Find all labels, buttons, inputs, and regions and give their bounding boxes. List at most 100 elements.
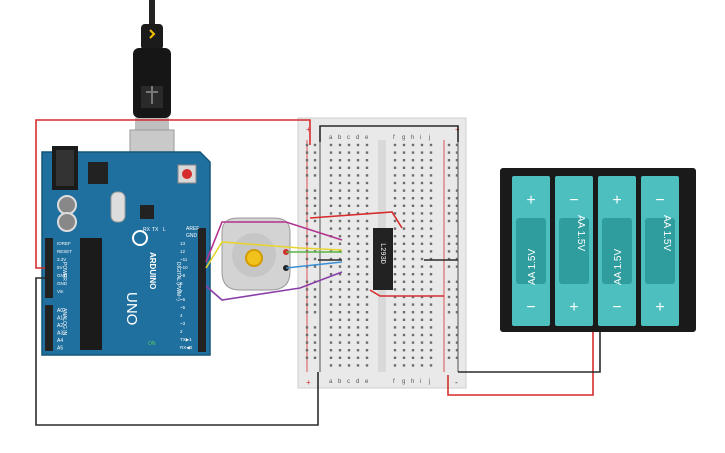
breadboard-hole[interactable]: [411, 265, 415, 268]
breadboard-hole[interactable]: [329, 341, 333, 344]
breadboard-hole[interactable]: [338, 235, 342, 238]
rail-hole[interactable]: [455, 212, 459, 215]
breadboard-hole[interactable]: [411, 288, 415, 291]
rail-hole[interactable]: [313, 288, 317, 291]
breadboard-hole[interactable]: [429, 333, 433, 337]
rail-hole[interactable]: [305, 212, 309, 215]
breadboard-hole[interactable]: [338, 143, 342, 147]
breadboard-hole[interactable]: [365, 265, 369, 268]
breadboard-hole[interactable]: [338, 295, 342, 299]
breadboard-hole[interactable]: [338, 265, 342, 268]
rail-hole[interactable]: [447, 174, 451, 177]
breadboard-hole[interactable]: [347, 181, 351, 185]
rail-hole[interactable]: [305, 257, 309, 261]
rail-hole[interactable]: [313, 204, 317, 207]
breadboard-hole[interactable]: [356, 219, 360, 223]
breadboard-hole[interactable]: [365, 166, 369, 169]
rail-hole[interactable]: [305, 204, 309, 207]
breadboard-hole[interactable]: [338, 273, 342, 276]
breadboard-hole[interactable]: [402, 288, 406, 291]
breadboard-hole[interactable]: [420, 333, 424, 337]
breadboard-hole[interactable]: [420, 288, 424, 291]
breadboard-hole[interactable]: [365, 288, 369, 291]
breadboard-hole[interactable]: [420, 326, 424, 329]
breadboard-hole[interactable]: [347, 364, 351, 367]
rail-hole[interactable]: [313, 311, 317, 314]
breadboard-hole[interactable]: [393, 311, 397, 314]
breadboard-hole[interactable]: [411, 189, 415, 192]
breadboard-hole[interactable]: [429, 219, 433, 223]
breadboard-hole[interactable]: [365, 341, 369, 344]
breadboard-hole[interactable]: [429, 265, 433, 268]
breadboard-hole[interactable]: [347, 333, 351, 337]
rail-hole[interactable]: [313, 326, 317, 329]
breadboard-hole[interactable]: [420, 181, 424, 185]
breadboard-hole[interactable]: [356, 273, 360, 276]
breadboard-hole[interactable]: [329, 303, 333, 306]
breadboard-hole[interactable]: [393, 341, 397, 344]
breadboard-hole[interactable]: [365, 143, 369, 147]
breadboard-hole[interactable]: [411, 303, 415, 306]
breadboard-hole[interactable]: [402, 326, 406, 329]
breadboard-hole[interactable]: [429, 318, 433, 321]
wire-pin9[interactable]: [205, 271, 343, 301]
breadboard-hole[interactable]: [356, 235, 360, 238]
breadboard-hole[interactable]: [393, 356, 397, 359]
breadboard-hole[interactable]: [338, 189, 342, 192]
breadboard-hole[interactable]: [411, 143, 415, 147]
breadboard-hole[interactable]: [393, 197, 397, 200]
breadboard-hole[interactable]: [411, 250, 415, 253]
breadboard-hole[interactable]: [429, 295, 433, 299]
breadboard-hole[interactable]: [402, 265, 406, 268]
battery-pack[interactable]: +−AA 1.5V−+AA 1.5V+−AA 1.5V−+AA 1.5V: [500, 168, 696, 332]
breadboard-hole[interactable]: [347, 242, 351, 245]
breadboard-hole[interactable]: [420, 280, 424, 283]
rail-hole[interactable]: [305, 349, 309, 352]
rail-hole[interactable]: [447, 166, 451, 169]
breadboard-hole[interactable]: [338, 159, 342, 162]
breadboard-hole[interactable]: [356, 166, 360, 169]
breadboard-hole[interactable]: [356, 250, 360, 253]
breadboard-hole[interactable]: [402, 341, 406, 344]
breadboard-hole[interactable]: [429, 159, 433, 162]
breadboard-hole[interactable]: [402, 333, 406, 337]
breadboard-hole[interactable]: [393, 303, 397, 306]
breadboard-hole[interactable]: [393, 143, 397, 147]
rail-hole[interactable]: [313, 356, 317, 359]
rail-hole[interactable]: [305, 333, 309, 337]
rail-hole[interactable]: [447, 189, 451, 192]
breadboard-hole[interactable]: [365, 250, 369, 253]
breadboard-hole[interactable]: [347, 197, 351, 200]
breadboard-hole[interactable]: [338, 280, 342, 283]
breadboard-hole[interactable]: [420, 318, 424, 321]
breadboard-hole[interactable]: [420, 303, 424, 306]
breadboard-hole[interactable]: [402, 356, 406, 359]
rail-hole[interactable]: [455, 250, 459, 253]
rail-hole[interactable]: [305, 242, 309, 245]
rail-hole[interactable]: [455, 242, 459, 245]
breadboard-hole[interactable]: [338, 204, 342, 207]
breadboard-hole[interactable]: [411, 295, 415, 299]
breadboard-hole[interactable]: [356, 204, 360, 207]
rail-hole[interactable]: [455, 288, 459, 291]
breadboard-hole[interactable]: [393, 333, 397, 337]
wire-vcc2[interactable]: [369, 289, 444, 297]
breadboard-hole[interactable]: [402, 311, 406, 314]
breadboard-hole[interactable]: [365, 303, 369, 306]
breadboard-hole[interactable]: [329, 143, 333, 147]
breadboard-hole[interactable]: [365, 242, 369, 245]
breadboard-hole[interactable]: [365, 204, 369, 207]
breadboard-hole[interactable]: [356, 364, 360, 367]
breadboard-hole[interactable]: [356, 356, 360, 359]
rail-hole[interactable]: [455, 159, 459, 162]
rail-hole[interactable]: [447, 303, 451, 306]
breadboard-hole[interactable]: [411, 349, 415, 352]
breadboard-hole[interactable]: [329, 212, 333, 215]
breadboard-hole[interactable]: [429, 174, 433, 177]
breadboard-hole[interactable]: [365, 326, 369, 329]
rail-hole[interactable]: [305, 159, 309, 162]
breadboard-hole[interactable]: [393, 326, 397, 329]
wire-enable[interactable]: [309, 211, 403, 229]
breadboard-hole[interactable]: [402, 159, 406, 162]
